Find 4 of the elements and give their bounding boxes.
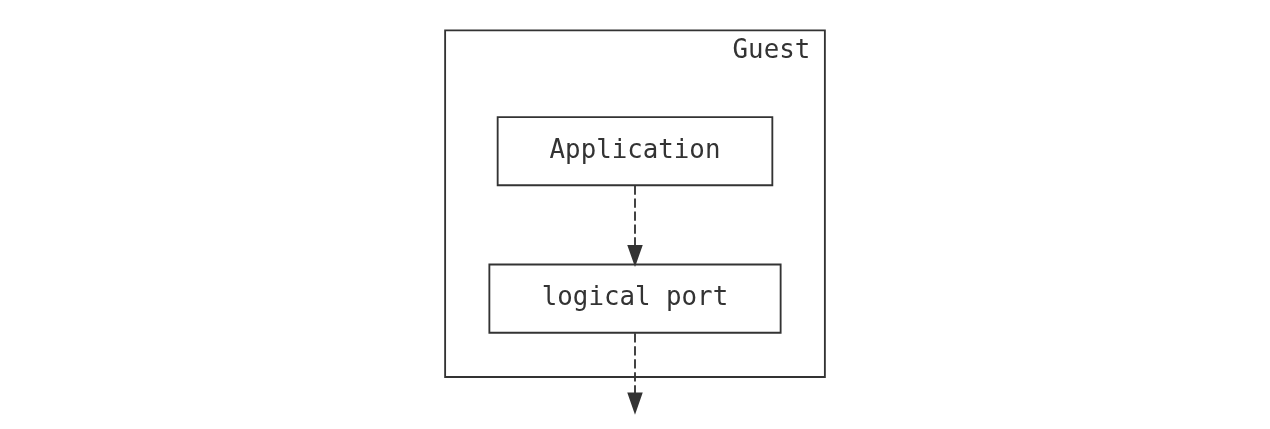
node-box: logical port [488, 263, 782, 334]
node-box: Application [496, 116, 774, 187]
arrow [627, 184, 643, 268]
arrow [627, 332, 643, 415]
